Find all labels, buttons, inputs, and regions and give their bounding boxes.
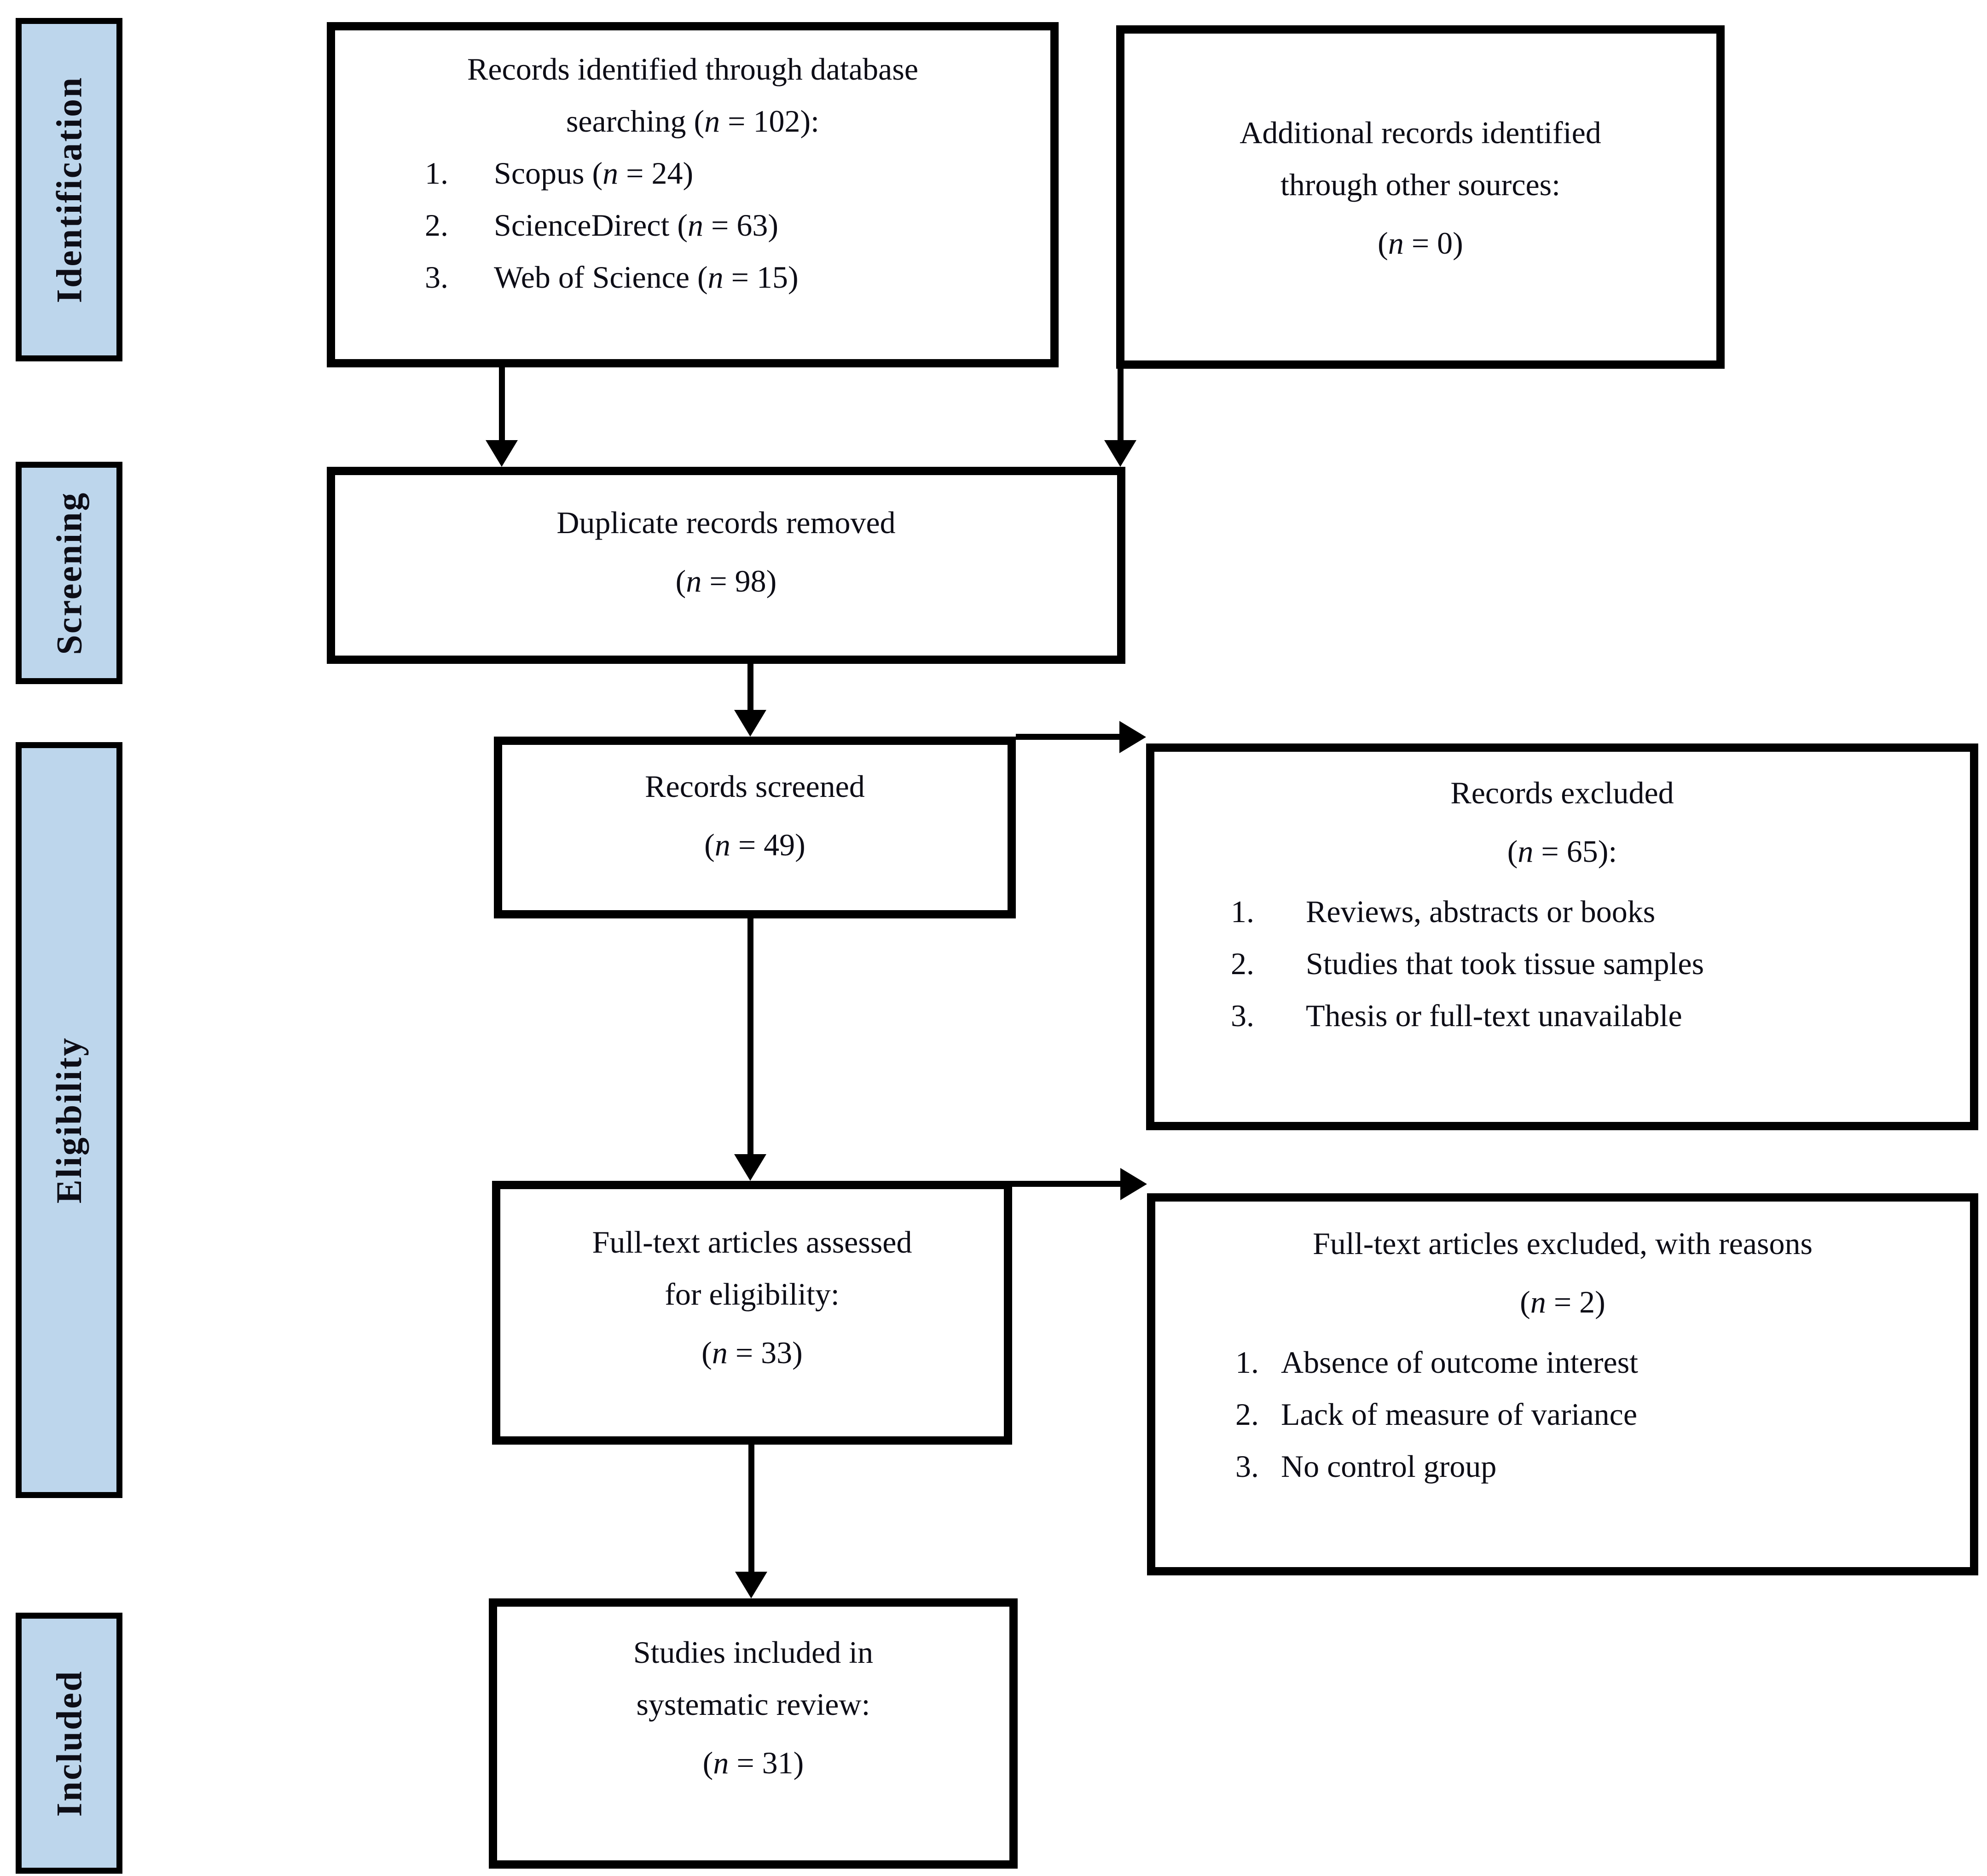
flow-box-records-screened: Records screened (n = 49): [494, 737, 1016, 918]
arrow-fulltext-to-included: [748, 1445, 754, 1573]
list-item-number: 1.: [1235, 1345, 1259, 1380]
arrowhead-down: [734, 1154, 766, 1181]
exclusion-reason-list: 1. Absence of outcome interest 2. Lack o…: [1155, 1336, 1970, 1493]
count-label: (n = 65):: [1507, 834, 1617, 869]
arrow-additional-to-duplicates: [1118, 369, 1124, 441]
box-title: systematic review:: [636, 1687, 870, 1722]
list-item-text: No control group: [1281, 1449, 1497, 1484]
stage-label-screening: Screening: [49, 491, 89, 655]
flow-box-additional-records: Additional records identified through ot…: [1116, 25, 1725, 369]
arrowhead-down: [1104, 440, 1136, 467]
count-label: (n = 0): [1378, 226, 1463, 261]
box-title: Duplicate records removed: [556, 505, 896, 540]
count-label: (n = 98): [675, 563, 777, 598]
box-title: searching (n = 102):: [566, 104, 820, 139]
stage-label-eligibility: Eligibility: [49, 1036, 89, 1204]
list-item: 1. Scopus (n = 24): [335, 147, 1050, 199]
list-item: 3. No control group: [1155, 1440, 1970, 1493]
arrow-fulltext-to-ftexcluded: [1012, 1181, 1120, 1187]
arrow-identified-to-duplicates: [499, 367, 505, 441]
list-item: 3. Web of Science (n = 15): [335, 251, 1050, 303]
box-title: for eligibility:: [665, 1277, 840, 1312]
arrow-duplicates-to-screened: [747, 664, 753, 711]
box-title: Records identified through database: [467, 52, 919, 87]
flow-box-fulltext-assessed: Full-text articles assessed for eligibil…: [492, 1181, 1012, 1445]
arrowhead-down: [735, 1572, 767, 1598]
list-item-text: Absence of outcome interest: [1281, 1345, 1639, 1380]
list-item-text: Thesis or full-text unavailable: [1306, 998, 1682, 1033]
stage-label-included: Included: [49, 1670, 89, 1817]
exclusion-reason-list: 1. Reviews, abstracts or books 2. Studie…: [1154, 886, 1970, 1042]
list-item-text: Lack of measure of variance: [1281, 1397, 1637, 1432]
list-item-number: 3.: [425, 260, 448, 295]
list-item-number: 3.: [1231, 998, 1254, 1033]
box-title: Studies included in: [633, 1635, 874, 1670]
list-item: 2. ScienceDirect (n = 63): [335, 199, 1050, 251]
box-title: Records excluded: [1450, 775, 1674, 810]
flow-box-records-identified: Records identified through database sear…: [327, 22, 1059, 367]
box-title: Full-text articles excluded, with reason…: [1313, 1226, 1813, 1261]
list-item-text: ScienceDirect (n = 63): [494, 208, 778, 243]
box-title: Records screened: [645, 769, 865, 804]
list-item-number: 1.: [1231, 894, 1254, 929]
list-item-number: 2.: [1235, 1397, 1259, 1432]
box-title: Full-text articles assessed: [592, 1225, 912, 1260]
stage-band-identification: Identification: [16, 18, 122, 361]
flow-box-studies-included: Studies included in systematic review: (…: [489, 1598, 1018, 1869]
arrowhead-down: [486, 440, 518, 467]
arrow-screened-to-fulltext: [747, 918, 753, 1155]
list-item-text: Scopus (n = 24): [494, 156, 694, 191]
count-label: (n = 2): [1520, 1284, 1605, 1319]
list-item-number: 2.: [425, 208, 448, 243]
list-item-number: 3.: [1235, 1449, 1259, 1484]
list-item-number: 1.: [425, 156, 448, 191]
stage-band-eligibility: Eligibility: [16, 742, 122, 1498]
arrowhead-right: [1119, 721, 1146, 753]
arrow-screened-to-excluded: [1016, 734, 1119, 740]
flow-box-records-excluded: Records excluded (n = 65): 1. Reviews, a…: [1146, 743, 1978, 1130]
list-item: 1. Absence of outcome interest: [1155, 1336, 1970, 1388]
count-label: (n = 33): [701, 1335, 803, 1370]
list-item: 3. Thesis or full-text unavailable: [1154, 990, 1970, 1042]
stage-band-screening: Screening: [16, 462, 122, 684]
list-item: 2. Studies that took tissue samples: [1154, 938, 1970, 990]
count-label: (n = 49): [704, 827, 805, 862]
list-item-number: 2.: [1231, 946, 1254, 981]
arrowhead-down: [734, 710, 766, 737]
flow-box-fulltext-excluded: Full-text articles excluded, with reason…: [1147, 1193, 1978, 1575]
list-item: 1. Reviews, abstracts or books: [1154, 886, 1970, 938]
list-item: 2. Lack of measure of variance: [1155, 1388, 1970, 1440]
box-title: through other sources:: [1280, 167, 1561, 202]
stage-label-identification: Identification: [49, 76, 89, 303]
list-item-text: Web of Science (n = 15): [494, 260, 799, 295]
flow-box-duplicates-removed: Duplicate records removed (n = 98): [327, 467, 1125, 664]
list-item-text: Studies that took tissue samples: [1306, 946, 1704, 981]
box-title: Additional records identified: [1240, 115, 1601, 150]
stage-band-included: Included: [16, 1613, 122, 1874]
source-list: 1. Scopus (n = 24) 2. ScienceDirect (n =…: [335, 147, 1050, 303]
count-label: (n = 31): [702, 1745, 804, 1780]
list-item-text: Reviews, abstracts or books: [1306, 894, 1656, 929]
arrowhead-right: [1120, 1168, 1147, 1200]
